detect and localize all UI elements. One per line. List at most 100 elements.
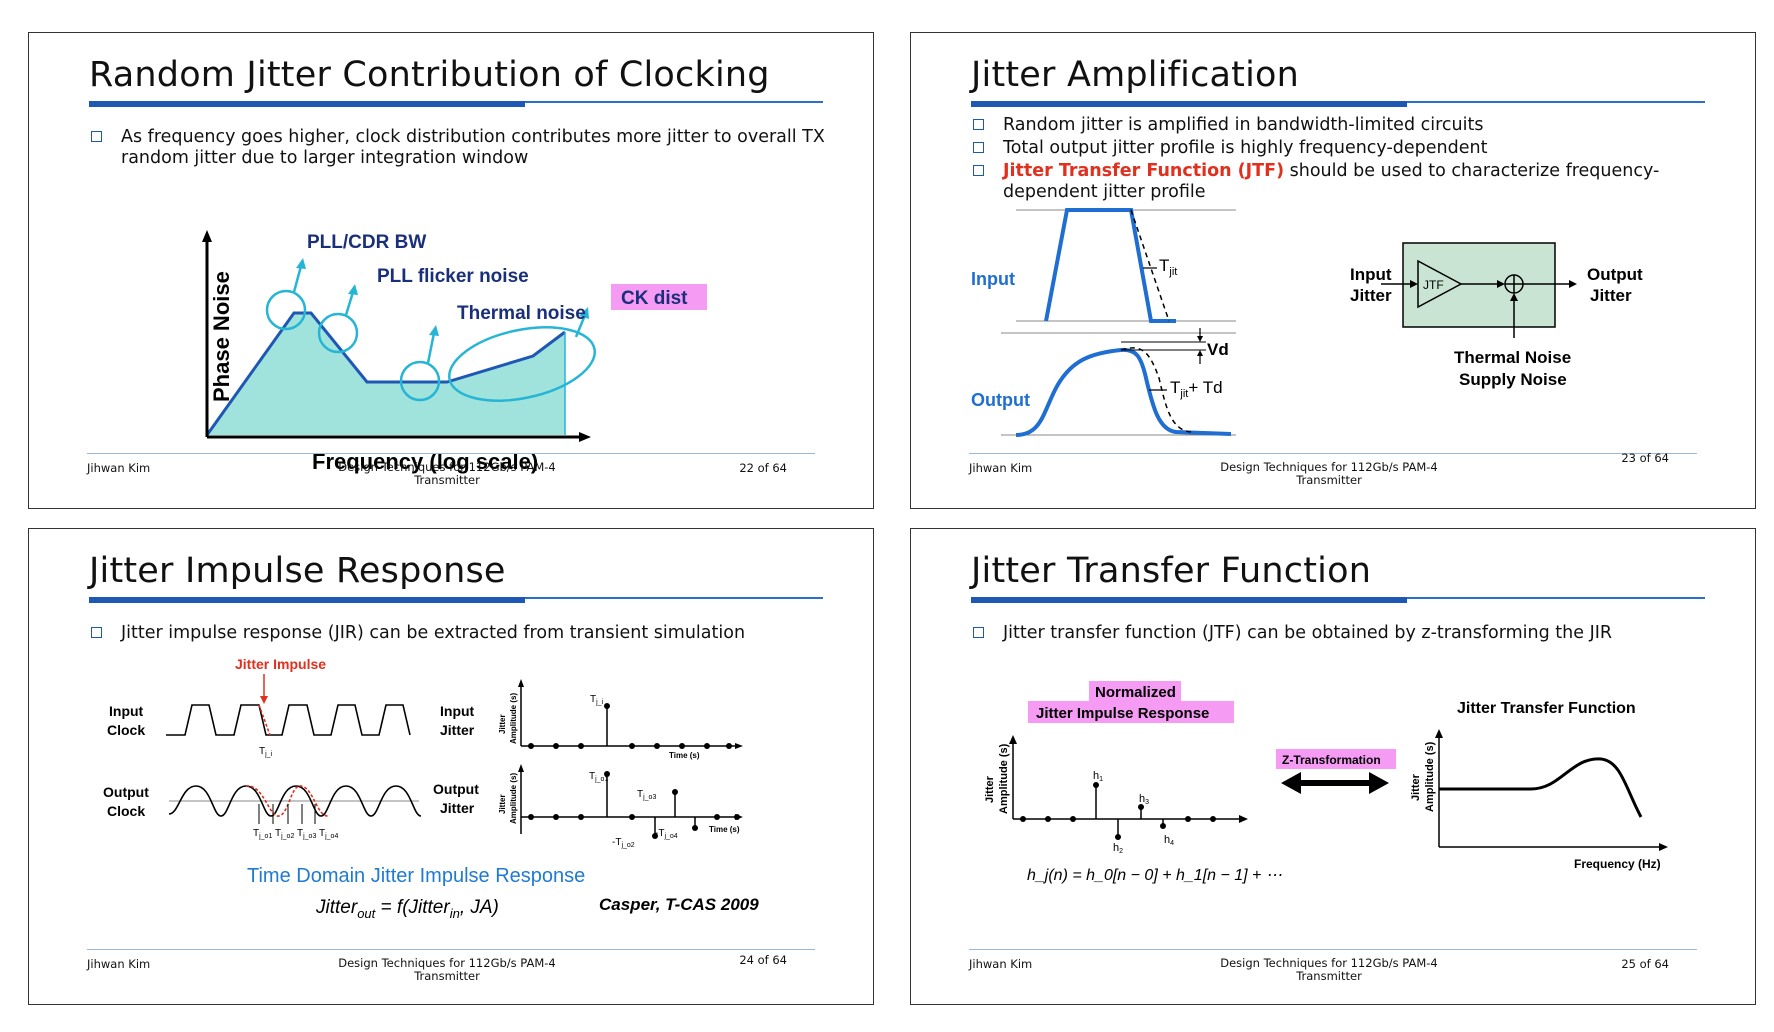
output-jitter-point [604, 771, 610, 777]
input-jitter-label-2: Jitter [1350, 286, 1392, 305]
thermal-label: Thermal noise [457, 303, 586, 324]
tjo1-stem-label: Tj_o1 [589, 771, 608, 783]
jtf-plot-title: Jitter Transfer Function [1457, 700, 1636, 717]
title-underline-accent [89, 597, 525, 603]
jir-point [1115, 834, 1121, 840]
amp-label-4: Amplitude (s) [1424, 741, 1436, 812]
bullet-item: Jitter impulse response (JIR) can be ext… [91, 623, 831, 644]
jtf-diagram: Normalized Jitter Impulse Response Jitte… [984, 681, 1668, 884]
tjit-td-label: Tjit+ Td [1170, 378, 1223, 400]
output-jitter-point [714, 814, 720, 820]
jtf-curve [1439, 757, 1643, 818]
jir-label: Jitter Impulse Response [1036, 705, 1209, 722]
input-jitter-point [654, 743, 660, 749]
thermal-noise-label: Thermal Noise [1454, 348, 1571, 367]
footer-page-number: 22 of 64 [739, 461, 787, 475]
footer-course: Design Techniques for 112Gb/s PAM-4 Tran… [338, 956, 556, 983]
input-clock-label-1: Input [109, 703, 144, 719]
pll-bw-circle [265, 289, 307, 331]
h3-label: h3 [1139, 793, 1149, 806]
tjit-label: Tjit [1159, 256, 1177, 278]
output-jitter-label-1: Output [433, 781, 479, 797]
input-waveform [1044, 208, 1176, 323]
tjo3-clock-label: Tj_o3 [297, 828, 316, 840]
slide-22: Random Jitter Contribution of Clocking A… [28, 32, 874, 509]
slide-title: Jitter Transfer Function [971, 551, 1372, 591]
output-jitter-point [528, 814, 534, 820]
jitter-impulse-diagram: Jitter Impulse Input Clock Tj_i Output C… [103, 656, 759, 921]
jir-equation: h_j(n) = h_0[n − 0] + h_1[n − 1] + ⋯ [1027, 867, 1282, 884]
slide-title: Jitter Amplification [971, 55, 1300, 95]
supply-noise-label: Supply Noise [1459, 370, 1567, 389]
footer-page-number: 24 of 64 [739, 953, 787, 967]
output-clock-label-2: Clock [107, 803, 145, 819]
tjo2-stem-label: -Tj_o2 [612, 837, 635, 849]
vd-label: Vd [1207, 340, 1229, 359]
output-jitter-label-1: Output [1587, 265, 1643, 284]
tjo4-stem-label: -Tj_o4 [655, 828, 678, 840]
jir-stems [1020, 782, 1216, 840]
output-jitter-label-2: Jitter [440, 800, 475, 816]
slide-footer: Jihwan Kim Design Techniques for 112Gb/s… [87, 949, 815, 997]
output-jitter-point [629, 814, 635, 820]
input-jitter-point [528, 743, 534, 749]
input-clock-label-2: Clock [107, 722, 145, 738]
input-jitter-point [679, 743, 685, 749]
slide-footer: Jihwan Kim Design Techniques for 112Gb/s… [969, 949, 1697, 997]
normalized-label: Normalized [1095, 684, 1176, 701]
amp-label-1: Jitter [984, 775, 996, 803]
input-label: Input [971, 269, 1015, 289]
tji-clock-label: Tj_i [259, 746, 273, 758]
jir-point [1070, 816, 1076, 822]
amp-label-2: Amplitude (s) [998, 743, 1010, 814]
amp-label-4: Amplitude (s) [509, 773, 518, 824]
h2-label: h2 [1113, 842, 1123, 855]
output-jitter-point [553, 814, 559, 820]
bullet-item: Total output jitter profile is highly fr… [973, 138, 1713, 159]
output-clock-label-1: Output [103, 784, 149, 800]
bullet-list: Random jitter is amplified in bandwidth-… [973, 115, 1713, 205]
jir-point [1045, 816, 1051, 822]
bullet-item: Jitter Transfer Function (JTF) should be… [973, 161, 1713, 203]
reference-label: Casper, T-CAS 2009 [599, 895, 759, 914]
output-jitter-point [692, 825, 698, 831]
input-jitter-point [604, 703, 610, 709]
time-domain-title: Time Domain Jitter Impulse Response [247, 865, 585, 887]
tji-stem-label: Tj_i [590, 694, 604, 706]
pll-bw-label: PLL/CDR BW [307, 232, 426, 253]
footer-author: Jihwan Kim [87, 957, 151, 971]
output-jitter-label-2: Jitter [1590, 286, 1632, 305]
jtf-label: JTF [1423, 278, 1444, 292]
footer-author: Jihwan Kim [87, 461, 151, 475]
bullet-item: Random jitter is amplified in bandwidth-… [973, 115, 1713, 136]
input-jitter-label-1: Input [440, 703, 475, 719]
output-label: Output [971, 390, 1030, 410]
slide-title: Jitter Impulse Response [89, 551, 506, 591]
input-jitter-point [726, 743, 732, 749]
flicker-circle [317, 312, 359, 354]
jir-point [1020, 816, 1026, 822]
flicker-label: PLL flicker noise [377, 266, 529, 287]
ckdist-highlight [611, 284, 707, 310]
title-underline-accent [971, 101, 1407, 107]
bullet-item: Jitter transfer function (JTF) can be ob… [973, 623, 1713, 644]
input-clock-waveform [166, 704, 411, 736]
input-jitter-label-1: Input [1350, 265, 1392, 284]
output-jitter-point [672, 789, 678, 795]
tjo2-clock-label: Tj_o2 [275, 828, 294, 840]
input-jitter-label-2: Jitter [440, 722, 475, 738]
time-label-2: Time (s) [709, 825, 740, 834]
time-label-1: Time (s) [669, 751, 700, 760]
jir-point [1160, 823, 1166, 829]
slide-title: Random Jitter Contribution of Clocking [89, 55, 770, 95]
tjo4-clock-label: Tj_o4 [319, 828, 338, 840]
input-jitter-point [629, 743, 635, 749]
output-jitter-point [578, 814, 584, 820]
jitter-amplification-diagram: Input Tjit Vd Output Tjit+ Td JTF Input … [971, 208, 1643, 437]
jitter-impulse-label: Jitter Impulse [235, 656, 326, 672]
output-jitter-point [734, 814, 740, 820]
tjo1-clock-label: Tj_o1 [253, 828, 272, 840]
footer-author: Jihwan Kim [969, 957, 1033, 971]
input-jitter-point [704, 743, 710, 749]
amp-label-3: Jitter [1410, 773, 1422, 801]
